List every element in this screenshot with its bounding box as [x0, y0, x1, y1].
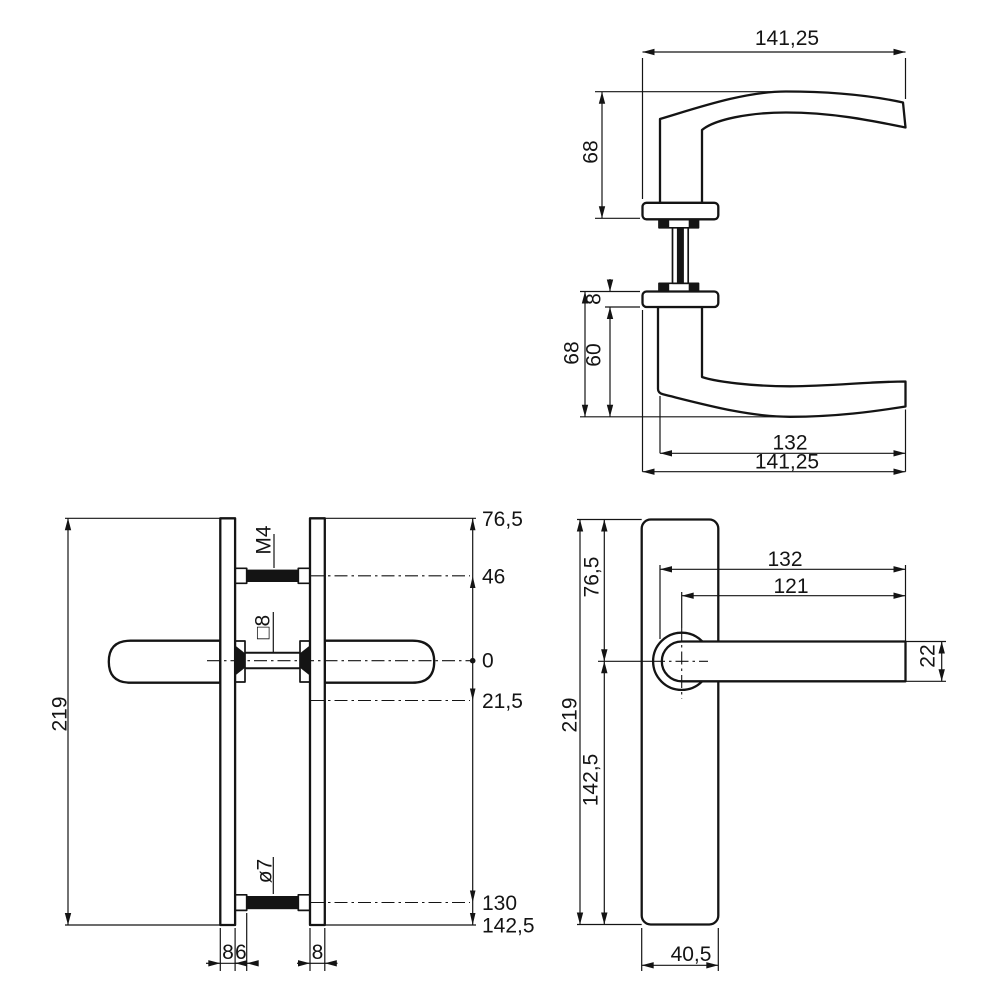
view-backplate-front: 132 121 22 219 76,5 142,5 40,5	[559, 518, 946, 971]
ord-130: 130	[482, 892, 517, 915]
view-handle-side-profile: 141,25 68 8 68 60 132 141,25	[561, 27, 907, 475]
label-bolt-m4: M4	[253, 525, 276, 554]
ord-0: 0	[482, 650, 494, 673]
dim-overall-width-bottom: 141,25	[755, 450, 819, 473]
dim-overall-height-group: 219	[49, 517, 221, 926]
centerlines-front	[598, 592, 708, 699]
dim-upper-section: 76,5	[581, 557, 604, 598]
spindle-assembly	[658, 218, 700, 293]
backplate-front	[640, 518, 720, 926]
ordinate-chain: 76,5 46 0 21,5 130 142,5	[324, 508, 535, 938]
dim-overall-height: 219	[49, 696, 72, 731]
ord-76-5: 76,5	[482, 508, 523, 531]
dim-height-total-low: 68	[561, 341, 584, 364]
dim-plate-thickness-1: 8	[222, 941, 234, 964]
dim-lower-section: 142,5	[580, 754, 603, 807]
back-handle-grip	[323, 639, 436, 684]
front-handle-grip	[107, 639, 222, 684]
lower-rosette	[641, 290, 720, 309]
upper-rosette	[641, 201, 720, 221]
dims-handle-profile: 141,25 68 8 68 60 132 141,25	[561, 27, 907, 475]
dim-handle-height: 68	[580, 140, 603, 163]
leader-labels: M4 □8 ø7	[252, 525, 277, 894]
dim-overall-width-top: 141,25	[755, 27, 819, 50]
bottom-thickness-dims: 8 6 8	[206, 913, 338, 971]
dim-rosette-thickness: 8	[583, 293, 606, 305]
back-backplate	[308, 517, 326, 927]
dim-handle-length: 132	[767, 548, 802, 571]
dim-overall-height-front: 219	[559, 697, 582, 732]
dim-nut-width: 6	[235, 941, 247, 964]
label-bolt-dia7: ø7	[254, 859, 277, 884]
ord-142-5: 142,5	[482, 915, 535, 938]
handles-and-hubs	[107, 639, 436, 684]
dim-grip-length: 132	[772, 432, 807, 455]
dim-plate-width: 40,5	[671, 943, 712, 966]
dia7-bolt	[234, 893, 311, 912]
dim-handle-diameter: 22	[917, 644, 940, 667]
handle-grip-front	[660, 640, 907, 683]
ord-46: 46	[482, 566, 505, 589]
m4-bolt	[234, 567, 311, 585]
dim-height-below-rosette: 60	[583, 343, 606, 366]
dim-grip-length-front: 121	[773, 575, 808, 598]
dim-plate-thickness-2: 8	[312, 941, 324, 964]
dims-backplate-front: 132 121 22 219 76,5 142,5 40,5	[559, 518, 946, 971]
front-backplate	[219, 517, 237, 927]
centerlines	[207, 575, 470, 904]
label-spindle-8mm: □8	[252, 615, 275, 639]
lower-handle-lever	[656, 305, 907, 418]
view-backplate-edge-profile: M4 □8 ø7 219 76,5 46 0 21,5 130	[49, 508, 535, 971]
ord-21-5: 21,5	[482, 690, 523, 713]
upper-handle-lever	[658, 90, 907, 205]
